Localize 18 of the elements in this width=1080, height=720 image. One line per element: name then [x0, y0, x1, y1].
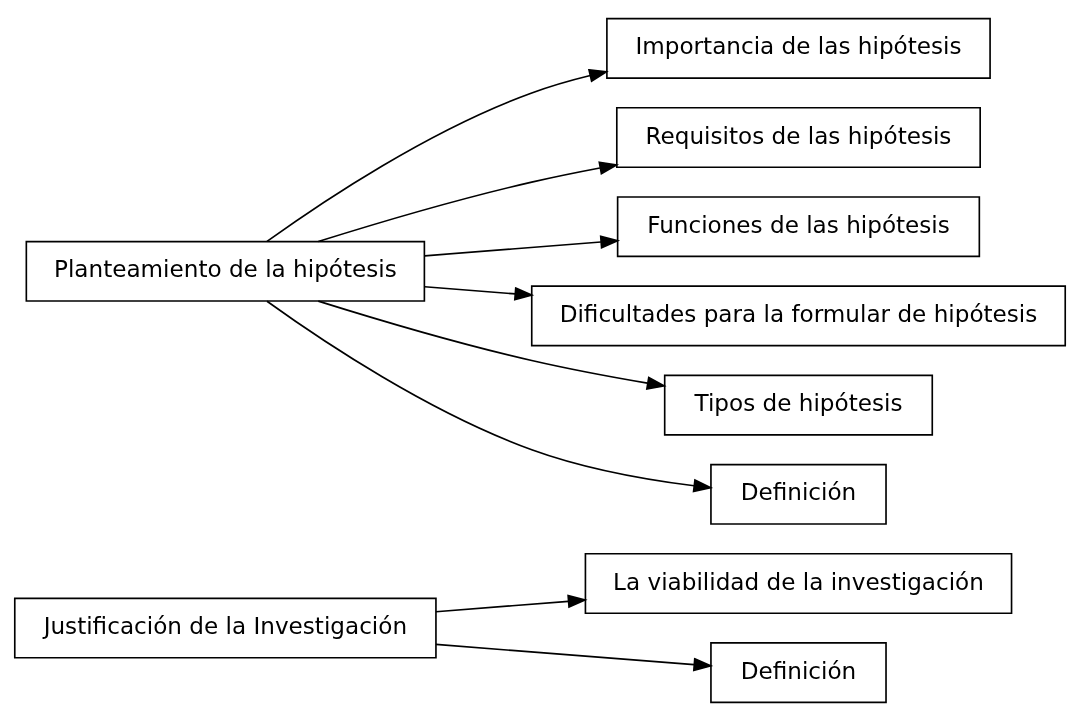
arrow: [423, 285, 535, 301]
node-box: Planteamiento de la hipótesis: [25, 240, 426, 302]
arrow: [435, 643, 714, 671]
node-box: Requisitos de las hipótesis: [615, 106, 981, 168]
node-box: Justificación de la Investigación: [13, 597, 437, 659]
node-box: Definición: [710, 641, 887, 703]
arrow: [266, 68, 609, 242]
node-box: Definición: [710, 463, 887, 525]
arrow: [435, 594, 588, 613]
node-box: Dificultades para la formular de hipótesis: [530, 284, 1067, 346]
node-box: Tipos de hipótesis: [663, 374, 934, 436]
node-box: Funciones de las hipótesis: [616, 195, 981, 257]
node-box: La viabilidad de la investigación: [584, 552, 1013, 614]
node-box: Importancia de las hipótesis: [606, 17, 991, 79]
arrow: [317, 299, 667, 390]
arrow: [317, 160, 620, 242]
arrow: [266, 299, 714, 493]
arrow: [423, 234, 621, 257]
